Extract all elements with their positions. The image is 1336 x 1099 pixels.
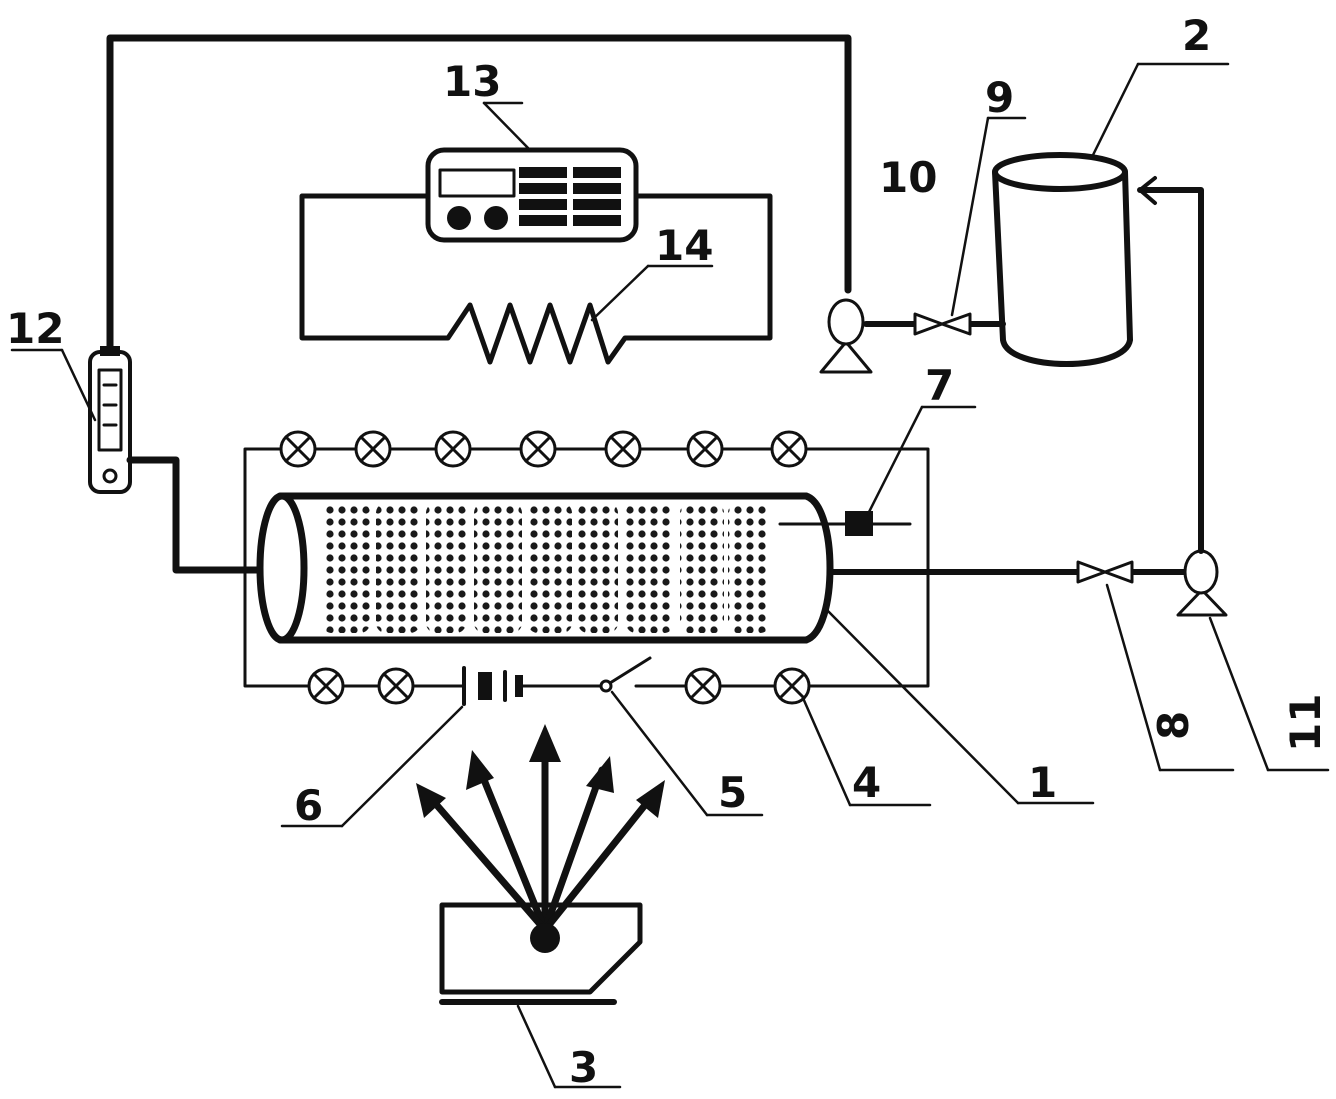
label-7: 7 xyxy=(925,361,954,410)
pump-11-icon xyxy=(1176,549,1228,617)
label-1: 1 xyxy=(1028,758,1057,807)
catalyst-packing xyxy=(322,503,770,633)
label-8: 8 xyxy=(1149,711,1198,740)
label-9: 9 xyxy=(985,73,1014,122)
switch-icon xyxy=(599,656,652,693)
label-6: 6 xyxy=(294,781,323,830)
label-13: 13 xyxy=(443,57,501,106)
valve-8-icon xyxy=(1076,560,1134,584)
controller xyxy=(425,147,639,243)
label-12: 12 xyxy=(6,304,64,353)
leader-lines xyxy=(10,62,1330,1089)
label-2: 2 xyxy=(1182,11,1211,60)
tank xyxy=(992,152,1133,367)
light-rays xyxy=(424,734,657,934)
return-pipe xyxy=(106,34,852,359)
label-3: 3 xyxy=(569,1043,598,1092)
label-4: 4 xyxy=(852,758,881,807)
label-10: 10 xyxy=(879,153,937,202)
tank-inlet-arrow-icon xyxy=(1138,176,1157,205)
ray-arrowheads xyxy=(416,724,665,818)
label-11: 11 xyxy=(1281,694,1330,752)
inlet-pipe xyxy=(126,456,292,574)
heater-circuit xyxy=(299,193,773,365)
label-14: 14 xyxy=(655,221,713,270)
lamp-base xyxy=(439,902,643,1005)
valve-9-icon xyxy=(913,312,972,336)
riser-pipe xyxy=(1137,187,1204,554)
battery-icon xyxy=(462,666,523,706)
label-5: 5 xyxy=(718,768,747,817)
pump-10-icon xyxy=(819,298,873,374)
lamp-row-top xyxy=(279,430,808,468)
reactor-tube xyxy=(256,492,912,644)
flow-meter xyxy=(88,346,132,494)
